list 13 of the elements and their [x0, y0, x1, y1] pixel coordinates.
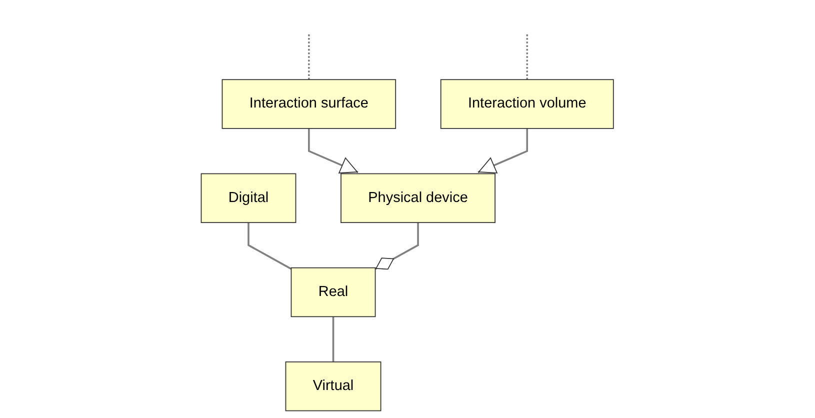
arrow [478, 128, 528, 174]
connector [308, 34, 310, 80]
connector [375, 222, 420, 270]
arrow [308, 128, 359, 174]
node-box: Digital [200, 173, 296, 224]
node-box: Real [290, 267, 376, 318]
node-box: Interaction volume [440, 79, 614, 129]
node-box: Virtual [285, 361, 382, 412]
connector [526, 34, 528, 80]
connector [332, 316, 334, 362]
connector [248, 222, 292, 270]
node-box: Physical device [340, 173, 496, 224]
node-box: Interaction surface [222, 79, 396, 129]
